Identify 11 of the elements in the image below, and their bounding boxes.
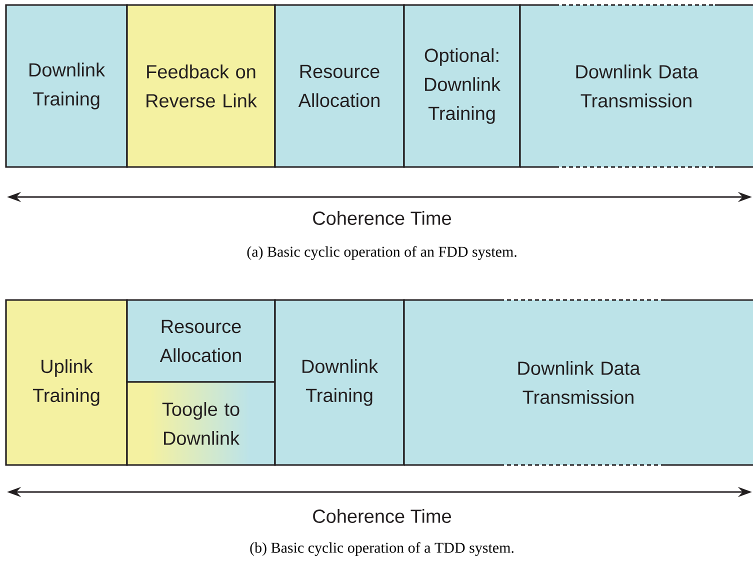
caption: (b) Basic cyclic operation of a TDD system.	[250, 542, 514, 556]
time-slot-box: Resource Allocation	[274, 4, 405, 168]
axis-label: Coherence Time	[313, 211, 452, 225]
time-slot-box: Resource Allocation	[126, 299, 276, 383]
axis-label: Coherence Time	[313, 509, 452, 523]
time-slot-box: Downlink Training	[5, 4, 128, 168]
time-slot-box: Feedback on Reverse Link	[126, 4, 276, 168]
time-slot-box: Optional: Downlink Training	[403, 4, 521, 168]
time-slot-box: Downlink Data Transmission	[519, 4, 753, 168]
time-slot-box: Toogle to Downlink	[126, 381, 276, 466]
caption: (a) Basic cyclic operation of an FDD system.	[247, 246, 516, 260]
